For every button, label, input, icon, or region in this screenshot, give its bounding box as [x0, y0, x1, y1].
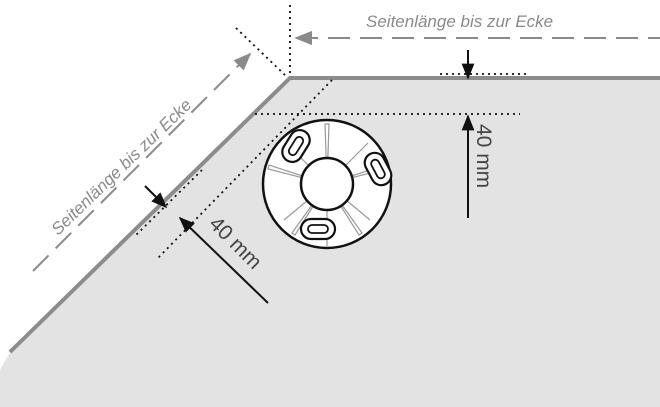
base-slot-top-left	[281, 128, 311, 164]
base-slot-right	[363, 151, 393, 187]
distance-label-vertical: 40 mm	[472, 124, 495, 188]
corner-guide-diagonal	[235, 27, 287, 77]
surface-edge	[8, 76, 660, 354]
mounting-base	[261, 118, 393, 250]
dimension-diagonal-upper-arrow	[144, 185, 168, 209]
dimension-diagonal-lower-arrow	[178, 216, 269, 304]
side-length-line-diagonal	[32, 52, 252, 272]
edge-tick-left	[133, 169, 203, 238]
side-length-label-top: Seitenlänge bis zur Ecke	[366, 12, 553, 31]
base-slot-bottom	[299, 217, 337, 241]
base-center-hole	[299, 156, 355, 212]
